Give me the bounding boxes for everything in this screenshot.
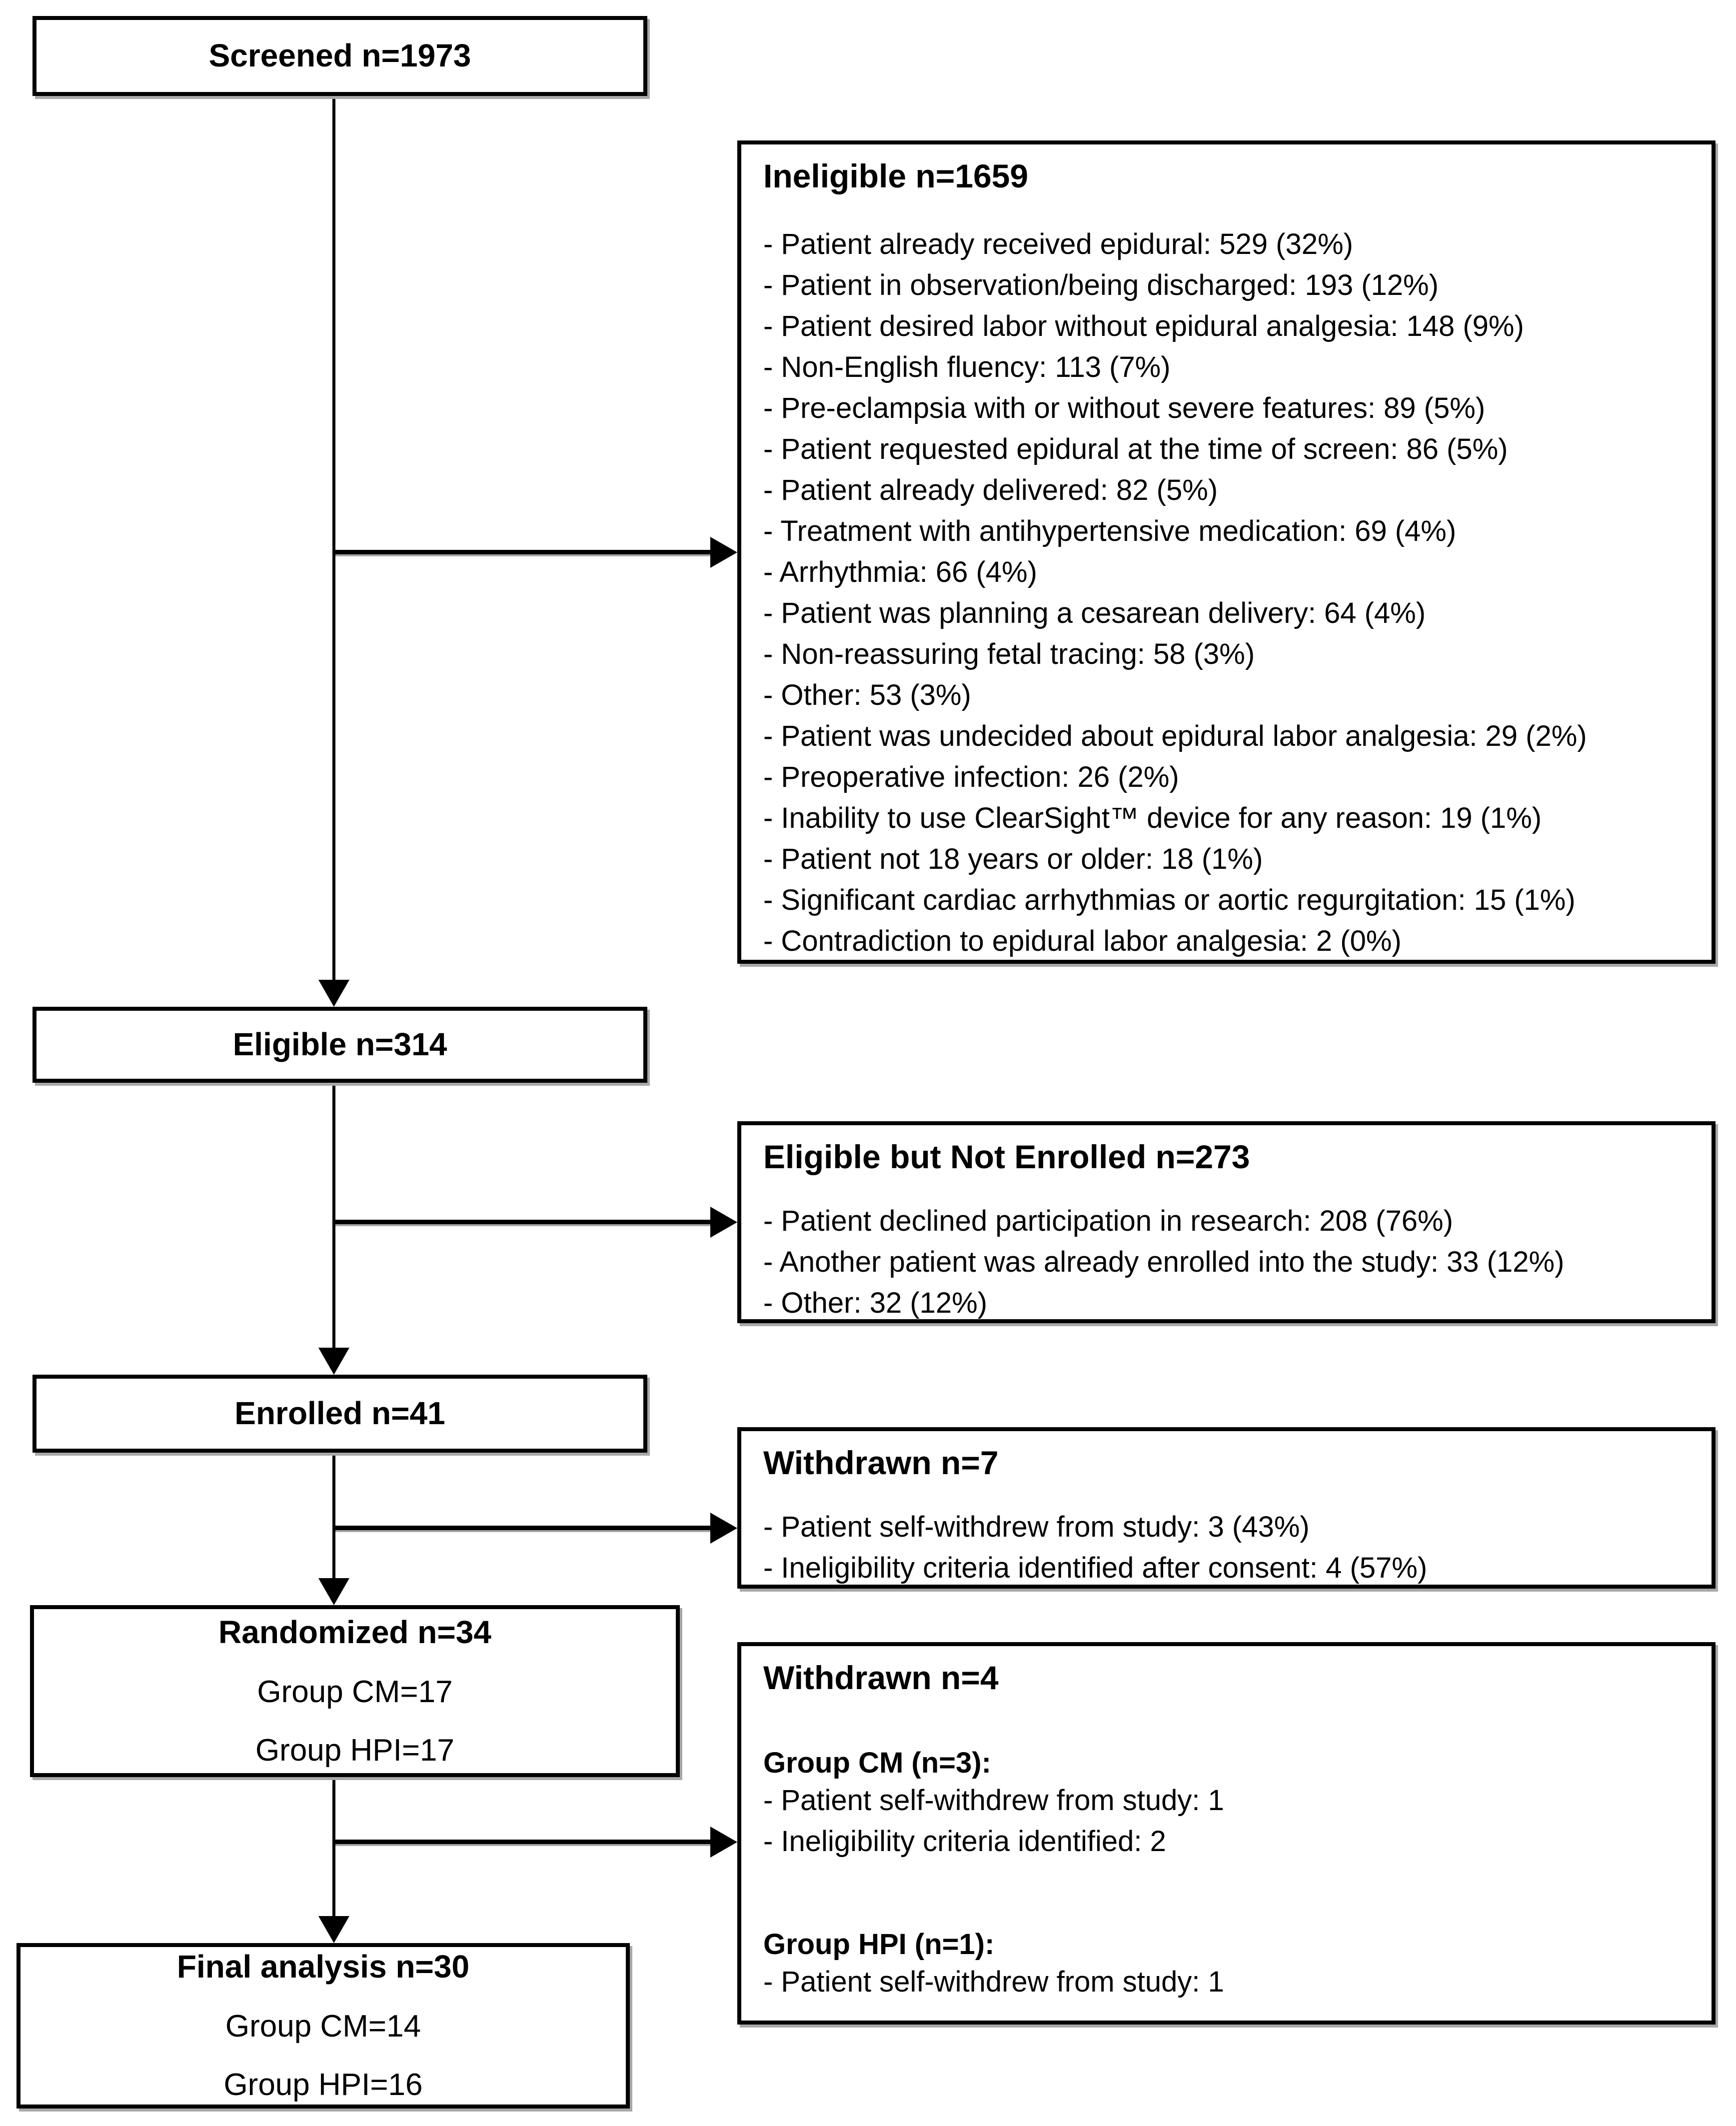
list-item: - Another patient was already enrolled i… [763, 1246, 1565, 1278]
list-item: - Patient desired labor without epidural… [763, 310, 1524, 342]
randomized-group-hpi: Group HPI=17 [255, 1733, 455, 1768]
list-item: - Other: 32 (12%) [763, 1287, 988, 1319]
screened-title: Screened n=1973 [208, 37, 471, 74]
connector-to-withdrawn7 [334, 1526, 710, 1530]
not-enrolled-box: Eligible but Not Enrolled n=273 - Patien… [737, 1121, 1716, 1323]
withdrawn-4-title: Withdrawn n=4 [763, 1659, 999, 1696]
list-item: - Patient self-withdrew from study: 1 [763, 1966, 1224, 1998]
final-group-cm: Group CM=14 [225, 2009, 421, 2044]
withdrawn-7-title: Withdrawn n=7 [763, 1444, 999, 1481]
list-item: - Patient was undecided about epidural l… [763, 720, 1587, 752]
eligible-box: Eligible n=314 [32, 1007, 647, 1083]
randomized-box: Randomized n=34 Group CM=17 Group HPI=17 [30, 1605, 680, 1777]
arrowhead-into-not-enrolled [710, 1207, 737, 1238]
ineligible-title: Ineligible n=1659 [763, 157, 1029, 194]
connector-randomized-to-final [332, 1777, 335, 1918]
list-item: - Preoperative infection: 26 (2%) [763, 761, 1179, 793]
list-item: - Arrhythmia: 66 (4%) [763, 556, 1037, 588]
final-analysis-title: Final analysis n=30 [176, 1949, 470, 1985]
connector-to-ineligible [334, 550, 710, 554]
eligible-title: Eligible n=314 [232, 1026, 447, 1063]
list-item: - Significant cardiac arrhythmias or aor… [763, 884, 1576, 916]
not-enrolled-title: Eligible but Not Enrolled n=273 [763, 1138, 1250, 1175]
withdrawn-7-box: Withdrawn n=7 - Patient self-withdrew fr… [737, 1427, 1716, 1589]
list-item: - Non-English fluency: 113 (7%) [763, 351, 1171, 383]
list-item: - Treatment with antihypertensive medica… [763, 515, 1457, 547]
connector-eligible-to-enrolled [332, 1083, 335, 1350]
enrolled-box: Enrolled n=41 [32, 1375, 647, 1453]
list-item: - Patient declined participation in rese… [763, 1205, 1453, 1237]
list-item: - Patient in observation/being discharge… [763, 269, 1439, 301]
final-analysis-box: Final analysis n=30 Group CM=14 Group HP… [16, 1943, 630, 2109]
connector-enrolled-to-randomized [332, 1453, 335, 1580]
ineligible-box: Ineligible n=1659 - Patient already rece… [737, 140, 1716, 964]
connector-screened-to-eligible [332, 95, 335, 981]
list-item: - Patient was planning a cesarean delive… [763, 597, 1426, 629]
list-item: - Other: 53 (3%) [763, 679, 971, 711]
list-item: - Patient already delivered: 82 (5%) [763, 474, 1218, 506]
list-item: - Pre-eclampsia with or without severe f… [763, 392, 1486, 424]
list-item: - Patient self-withdrew from study: 3 (4… [763, 1511, 1310, 1543]
list-item: - Ineligibility criteria identified: 2 [763, 1825, 1166, 1858]
list-item: - Contradiction to epidural labor analge… [763, 925, 1402, 957]
arrowhead-into-randomized [318, 1578, 349, 1605]
arrowhead-into-ineligible [710, 537, 737, 568]
arrowhead-into-withdrawn7 [710, 1513, 737, 1544]
list-item: - Ineligibility criteria identified afte… [763, 1552, 1428, 1584]
connector-to-withdrawn4 [334, 1840, 710, 1844]
enrolled-title: Enrolled n=41 [234, 1395, 445, 1432]
list-item: - Non-reassuring fetal tracing: 58 (3%) [763, 638, 1255, 670]
withdrawn-4-box: Withdrawn n=4 Group CM (n=3): - Patient … [737, 1642, 1716, 2025]
connector-to-not-enrolled [334, 1220, 710, 1224]
group-cm-label: Group CM (n=3): [763, 1747, 991, 1779]
arrowhead-into-withdrawn4 [710, 1827, 737, 1858]
randomized-group-cm: Group CM=17 [257, 1674, 453, 1709]
group-hpi-label: Group HPI (n=1): [763, 1928, 995, 1961]
randomized-title: Randomized n=34 [218, 1614, 491, 1650]
arrowhead-into-enrolled [318, 1348, 349, 1375]
final-group-hpi: Group HPI=16 [223, 2068, 423, 2103]
arrowhead-into-eligible [318, 980, 349, 1007]
screened-box: Screened n=1973 [32, 16, 647, 96]
list-item: - Inability to use ClearSight™ device fo… [763, 802, 1542, 834]
list-item: - Patient already received epidural: 529… [763, 228, 1353, 260]
arrowhead-into-final [318, 1916, 349, 1943]
list-item: - Patient self-withdrew from study: 1 [763, 1784, 1224, 1817]
list-item: - Patient requested epidural at the time… [763, 433, 1508, 465]
list-item: - Patient not 18 years or older: 18 (1%) [763, 843, 1263, 875]
